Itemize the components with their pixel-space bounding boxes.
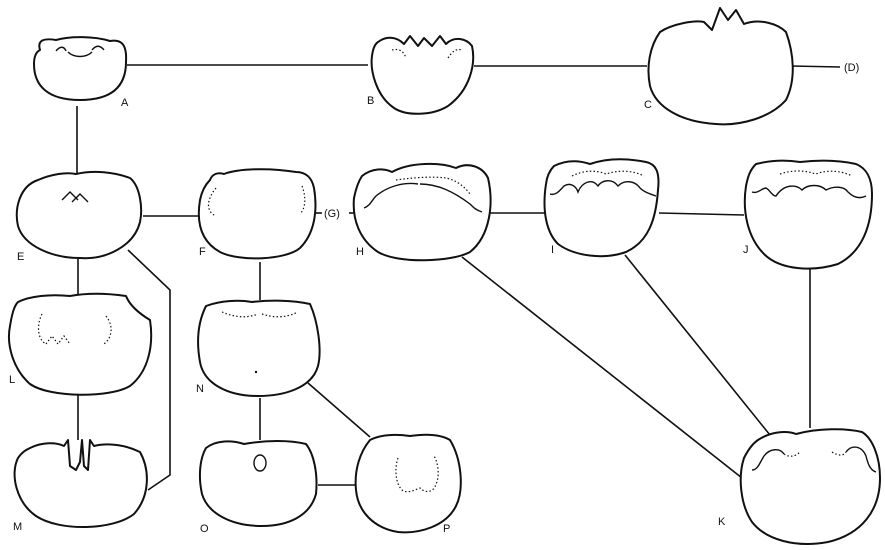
label-d: (D) <box>844 62 859 74</box>
edge-i-k <box>624 254 775 441</box>
label-l: L <box>9 374 15 386</box>
label-e: E <box>17 251 24 263</box>
label-n: N <box>196 383 204 395</box>
shell-m <box>13 439 148 529</box>
label-p: P <box>443 523 450 535</box>
shell-l <box>8 292 153 396</box>
shell-f <box>197 168 317 260</box>
label-c: C <box>644 99 652 111</box>
edge-e-m <box>127 249 171 491</box>
shell-p <box>354 433 462 534</box>
label-b: B <box>367 95 374 107</box>
label-j: J <box>743 244 749 256</box>
shell-c <box>647 7 794 126</box>
shell-o <box>198 440 318 527</box>
label-k: K <box>718 516 726 528</box>
label-f: F <box>199 246 206 258</box>
label-g: (G) <box>324 208 340 220</box>
label-o: O <box>200 523 209 535</box>
shell-a <box>33 36 128 101</box>
label-m: M <box>13 521 22 533</box>
label-a: A <box>121 97 129 109</box>
shell-b <box>370 35 475 115</box>
shell-k <box>739 428 881 545</box>
connector-lines <box>76 64 841 491</box>
shell-j <box>743 159 873 270</box>
edge-c-d <box>790 65 841 68</box>
label-i: I <box>551 244 554 256</box>
shell-e <box>15 170 143 260</box>
edge-h-k <box>461 256 743 479</box>
shell-h <box>352 162 492 262</box>
edge-n-p <box>307 382 371 438</box>
label-h: H <box>356 246 364 258</box>
edge-i-j <box>658 212 745 216</box>
shell-i <box>543 158 660 258</box>
shell-n <box>197 299 321 397</box>
